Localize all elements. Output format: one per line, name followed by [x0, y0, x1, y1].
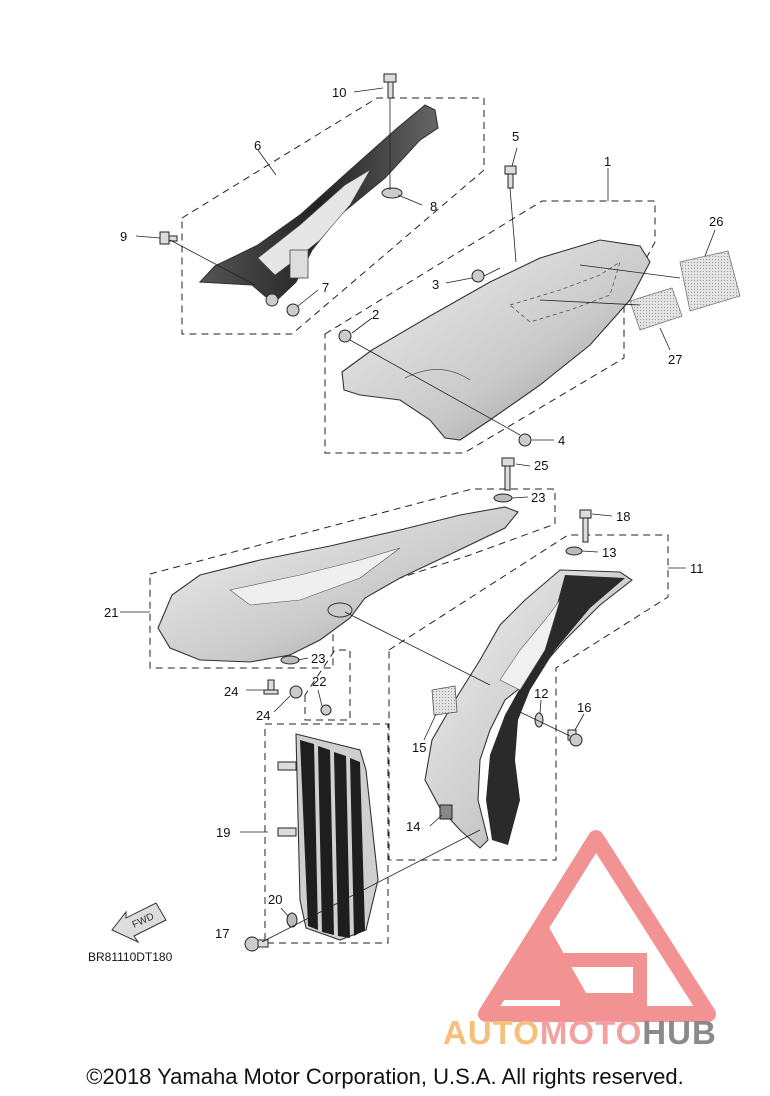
bolt-24-b: [289, 685, 303, 699]
callout-23-top: 23: [531, 490, 545, 505]
bolt-16: [567, 729, 583, 747]
callout-17: 17: [215, 926, 229, 941]
collar-23-bottom: [280, 655, 300, 665]
brand-hub: HUB: [642, 1014, 717, 1051]
bolt-3: [471, 269, 485, 283]
callout-10: 10: [332, 85, 346, 100]
bolt-5: [504, 165, 517, 189]
part-19-louver: [277, 733, 379, 941]
callout-27: 27: [668, 352, 682, 367]
part-21-cover: [157, 506, 519, 663]
callout-22: 22: [312, 674, 326, 689]
brand-auto: AUTO: [443, 1014, 540, 1051]
callout-18: 18: [616, 509, 630, 524]
washer-12: [534, 712, 544, 728]
callout-numbers: 10 6 8 9 7 5 1 3 2 4 26 27 25 23 21 23 2…: [104, 85, 723, 941]
part-1-side-cover: [341, 239, 651, 441]
diagram-code: BR81110DT180: [88, 950, 173, 964]
callout-16: 16: [577, 700, 591, 715]
callout-24-b: 24: [256, 708, 270, 723]
decal-26: [679, 250, 741, 312]
leader-lines: [120, 87, 716, 943]
callout-3: 3: [432, 277, 439, 292]
callout-8: 8: [430, 199, 437, 214]
bolt-17: [244, 936, 269, 952]
watermark-brand: AUTOMOTOHUB: [443, 1014, 717, 1051]
callout-15: 15: [412, 740, 426, 755]
part-11-radiator-cover: [424, 569, 633, 849]
watermark-logo: [478, 830, 716, 1022]
callout-13: 13: [602, 545, 616, 560]
callout-4: 4: [558, 433, 565, 448]
callout-21: 21: [104, 605, 118, 620]
bolt-10: [383, 73, 397, 99]
callout-23-bottom: 23: [311, 651, 325, 666]
callout-5: 5: [512, 129, 519, 144]
copyright-notice: ©2018 Yamaha Motor Corporation, U.S.A. A…: [86, 1064, 684, 1089]
callout-7: 7: [322, 280, 329, 295]
bolt-18: [579, 509, 592, 543]
callout-25: 25: [534, 458, 548, 473]
decal-27: [629, 287, 683, 331]
group-box-19: [264, 723, 389, 944]
callout-12: 12: [534, 686, 548, 701]
clip-14: [439, 804, 453, 820]
group-box-21: [149, 488, 556, 669]
collar-23-top: [493, 493, 513, 503]
callout-1: 1: [604, 154, 611, 169]
callout-20: 20: [268, 892, 282, 907]
nut-7: [286, 303, 300, 317]
fwd-arrow-icon: FWD: [111, 902, 167, 944]
callout-24-a: 24: [224, 684, 238, 699]
callout-26: 26: [709, 214, 723, 229]
callout-11: 11: [690, 561, 704, 576]
pad-15: [431, 685, 458, 716]
collar-13: [565, 546, 583, 556]
callout-6: 6: [254, 138, 261, 153]
bolt-25: [501, 457, 515, 491]
bolt-4: [518, 433, 532, 447]
bolt-2: [338, 329, 352, 343]
callout-19: 19: [216, 825, 230, 840]
grommet-8: [381, 187, 403, 199]
callout-9: 9: [120, 229, 127, 244]
brand-moto: MOTO: [540, 1014, 642, 1051]
nut-22: [320, 704, 332, 716]
callout-14: 14: [406, 819, 420, 834]
part-6-cover: [198, 104, 439, 307]
callout-2: 2: [372, 307, 379, 322]
group-box-6: [181, 97, 485, 335]
bolt-24-a: [263, 679, 279, 695]
